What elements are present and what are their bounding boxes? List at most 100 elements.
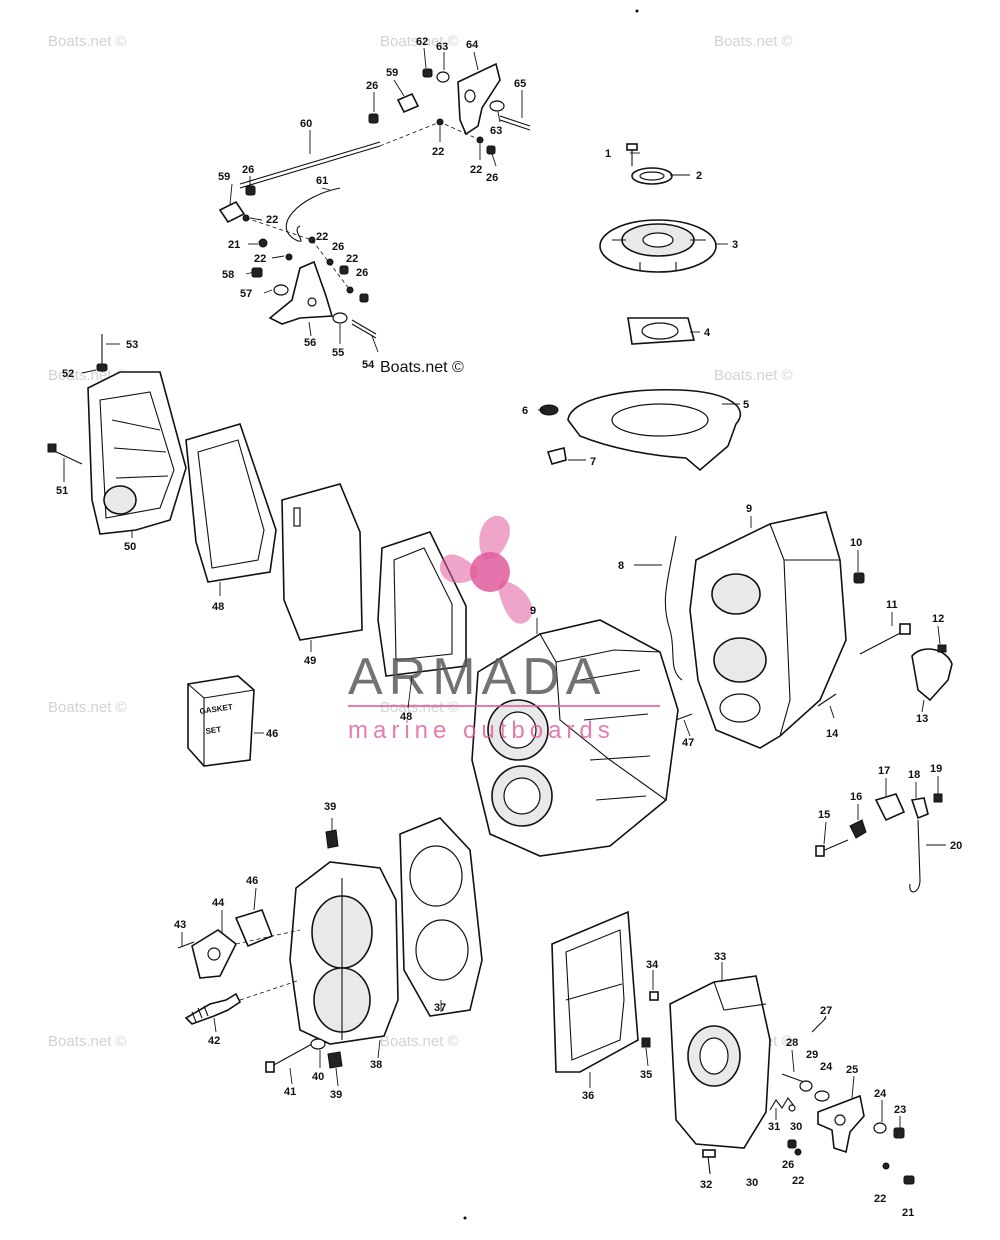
screw-12: [937, 644, 947, 653]
callout-13: 13: [916, 713, 928, 725]
callout-12: 12: [932, 613, 944, 625]
gasket-set-box-46: GASKET SET: [187, 675, 255, 767]
washer-22b: [882, 1162, 890, 1170]
callout-34: 34: [646, 959, 659, 971]
callout-22: 22: [316, 231, 328, 243]
callout-51: 51: [56, 485, 68, 497]
callout-33: 33: [714, 951, 726, 963]
nut-26b: [486, 145, 496, 155]
callout-26: 26: [486, 172, 498, 184]
plug-39b: [327, 1051, 343, 1069]
callout-22: 22: [346, 253, 358, 265]
callout-43: 43: [174, 919, 186, 931]
callout-4: 4: [704, 327, 711, 339]
callout-26: 26: [366, 80, 378, 92]
callout-63b: 63: [490, 125, 502, 137]
callout-37: 37: [434, 1002, 446, 1014]
brand-name: ARMADA: [348, 648, 606, 706]
screw-7: [546, 447, 567, 465]
callout-22: 22: [874, 1193, 886, 1205]
link-59: [218, 200, 246, 224]
callout-9-crankcase: 9: [746, 503, 752, 515]
screw-51: [51, 449, 83, 465]
gasket-48: [185, 423, 277, 583]
callout-26: 26: [782, 1159, 794, 1171]
callout-22: 22: [792, 1175, 804, 1187]
bracket-hole: [464, 89, 476, 103]
washer-40: [310, 1038, 326, 1050]
callout-60: 60: [300, 118, 312, 130]
watermark: Boats.net ©: [714, 33, 793, 50]
callout-18: 18: [908, 769, 920, 781]
watermark: Boats.net ©: [48, 1033, 127, 1050]
callout-36: 36: [582, 1090, 594, 1102]
plug-39: [325, 829, 339, 849]
screw-32: [707, 1155, 711, 1175]
callout-9: 9: [530, 605, 536, 617]
nut-26-top: [368, 113, 379, 124]
callout-59b: 59: [218, 171, 230, 183]
callout-31: 31: [768, 1121, 780, 1133]
callout-10: 10: [850, 537, 862, 549]
callout-3: 3: [732, 239, 738, 251]
callout-23: 23: [894, 1104, 906, 1116]
part-callouts: 1 2 3 4 5 6 7 8 9 9 10 11 12 13 14 15 16…: [56, 36, 962, 1219]
callout-1: 1: [605, 148, 611, 160]
callout-24b: 24: [874, 1088, 887, 1100]
washer-57: [273, 284, 289, 296]
callout-29: 29: [806, 1049, 818, 1061]
callout-5: 5: [743, 399, 749, 411]
callout-21b: 21: [902, 1207, 914, 1219]
washer-29: [799, 1080, 813, 1092]
screw-27: [811, 1017, 827, 1033]
clamp-13: [911, 648, 953, 702]
callout-40: 40: [312, 1071, 324, 1083]
stud-65: [499, 115, 531, 131]
lever-18: [910, 797, 929, 820]
screw-1: [626, 143, 638, 151]
callout-61: 61: [316, 175, 328, 187]
cylinder-block-9: [471, 619, 679, 857]
washer-24: [814, 1090, 830, 1102]
lever-59-top: [396, 92, 420, 114]
callout-62: 62: [416, 36, 428, 48]
callout-63: 63: [436, 41, 448, 53]
watermark: Boats.net ©: [48, 699, 127, 716]
washer-63b: [489, 100, 505, 112]
watermark: Boats.net ©: [380, 699, 459, 716]
callout-47: 47: [682, 737, 694, 749]
callout-48b: 48: [400, 711, 412, 723]
magneto-plate-assembly: [539, 143, 742, 472]
screw-43: [177, 941, 195, 949]
screw-21: [258, 238, 268, 248]
callout-8: 8: [618, 560, 624, 572]
callout-28: 28: [786, 1037, 798, 1049]
washer-24b: [873, 1122, 887, 1134]
callout-49: 49: [304, 655, 316, 667]
spring-31: [769, 1097, 795, 1111]
bolt-41: [271, 1043, 313, 1067]
callout-20: 20: [950, 840, 962, 852]
callout-6: 6: [522, 405, 528, 417]
callout-26: 26: [356, 267, 368, 279]
crankcase-9: [664, 511, 953, 749]
callout-53: 53: [126, 339, 138, 351]
callout-41: 41: [284, 1086, 296, 1098]
scan-dot: [635, 9, 639, 13]
callout-46: 46: [246, 875, 258, 887]
rod-60: [239, 141, 381, 185]
callout-46-box: 46: [266, 728, 278, 740]
callout-17: 17: [878, 765, 890, 777]
spark-plug-42: [184, 992, 242, 1025]
watermark: Boats.net ©: [380, 1033, 459, 1050]
callout-21: 21: [228, 239, 240, 251]
callout-30b: 30: [746, 1177, 758, 1189]
callout-59: 59: [386, 67, 398, 79]
bypass-cover-assembly: [551, 910, 915, 1185]
screw-14: [817, 693, 837, 707]
screw-19: [933, 793, 943, 803]
seal-strip-8: [664, 535, 683, 681]
gasket-46: [234, 909, 274, 948]
washer-63: [436, 71, 450, 83]
